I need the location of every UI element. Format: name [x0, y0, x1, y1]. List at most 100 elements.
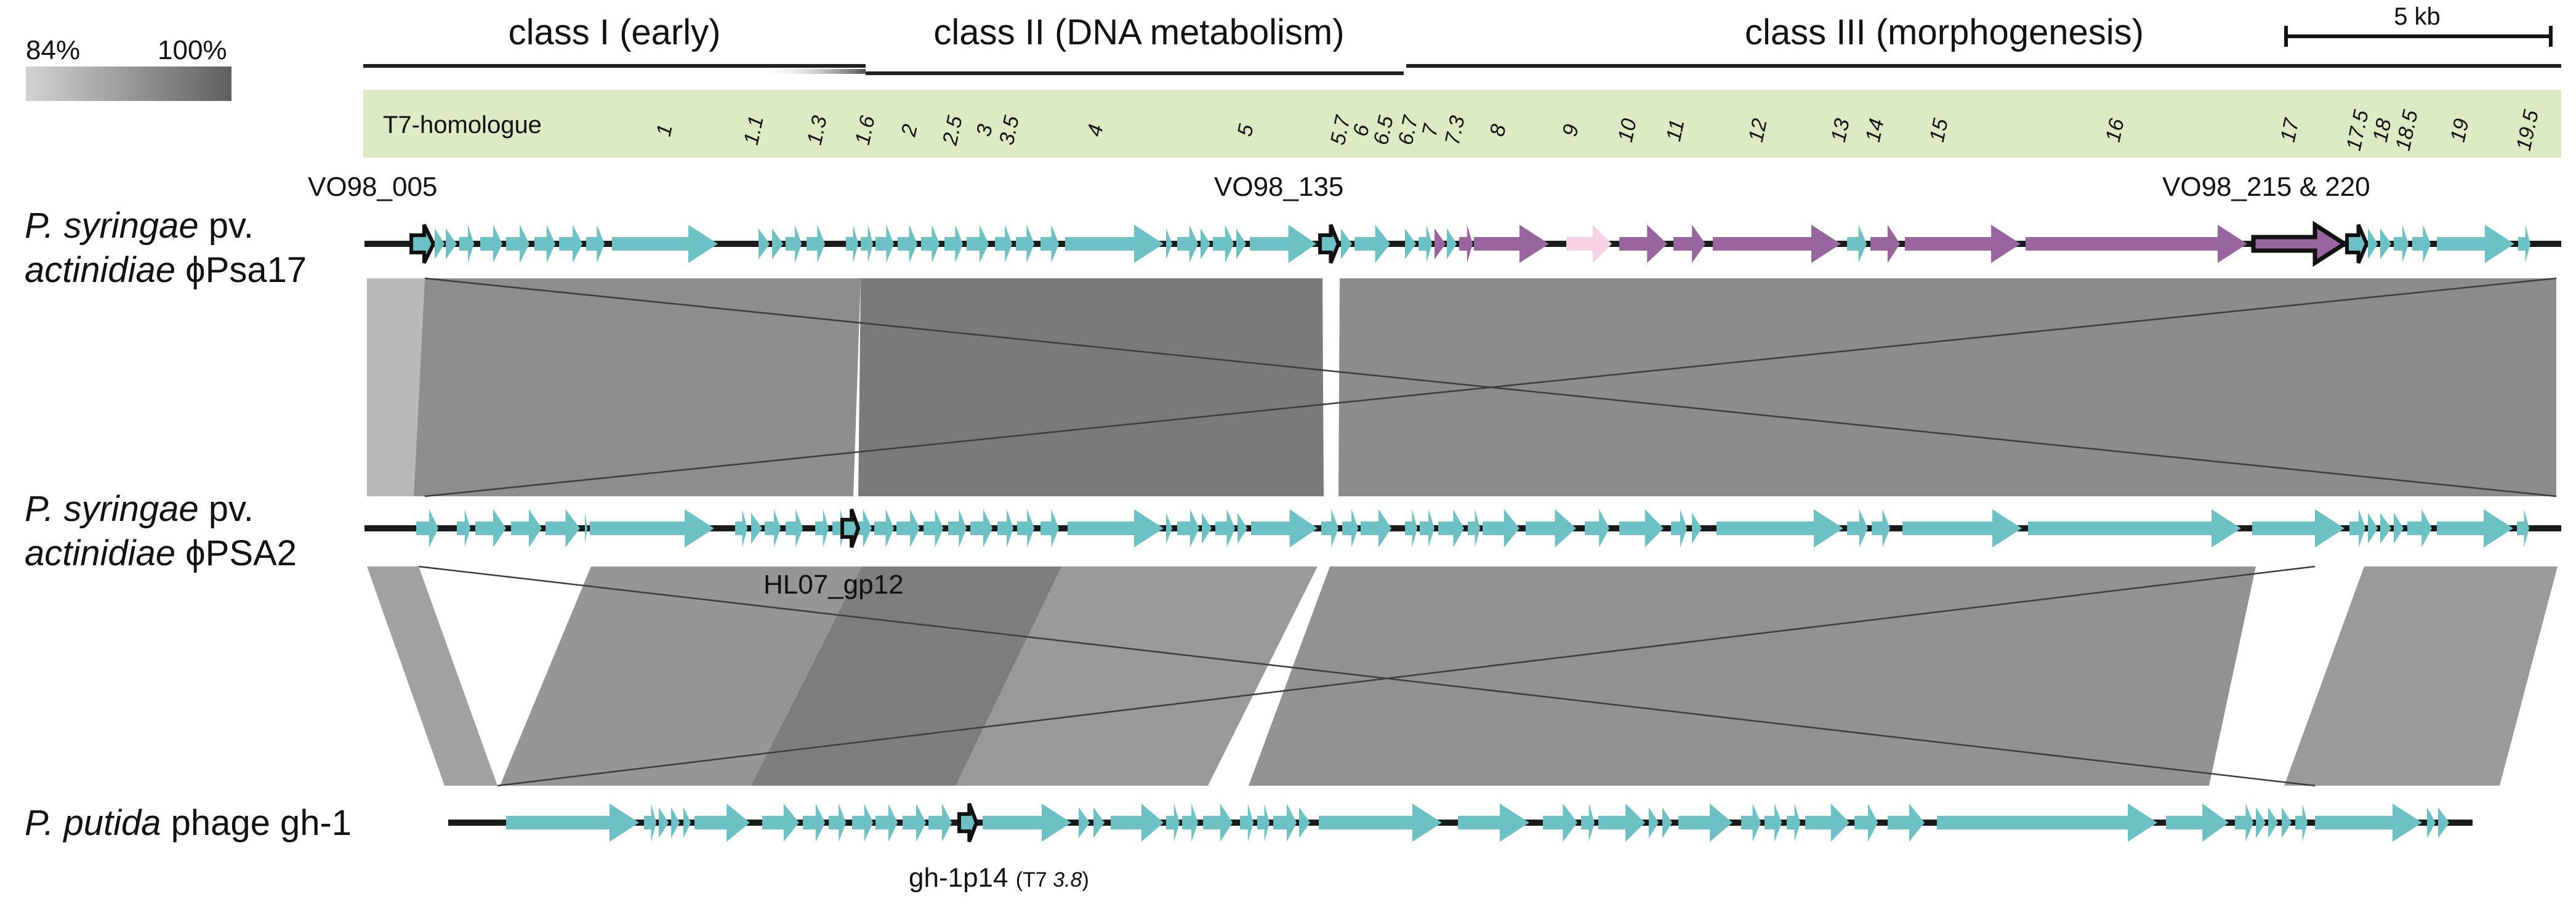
gene-arrow	[1420, 509, 1435, 547]
gene-arrow	[2438, 807, 2449, 838]
gene-arrow	[1342, 509, 1358, 547]
inversion-line	[424, 277, 2557, 498]
class-label-morphogenesis: class III (morphogenesis)	[1745, 12, 2144, 52]
gene-arrow-highlighted	[409, 224, 436, 264]
gene-arrow	[1765, 804, 1782, 842]
gene-arrow	[1598, 804, 1645, 842]
gene-arrow	[1299, 807, 1310, 838]
homologue-label: T7-homologue	[383, 111, 542, 139]
gene-arrow	[1692, 513, 1702, 544]
gene-arrow	[457, 509, 470, 547]
gene-arrow	[1079, 807, 1090, 838]
gene-arrow	[1166, 228, 1172, 259]
gene-arrow	[1166, 804, 1180, 842]
annotation-vo98-005: VO98_005	[308, 172, 437, 202]
gene-arrow	[1662, 807, 1672, 838]
gene-arrow	[983, 804, 1071, 842]
genome-name-psa17-line2: actinidiae ϕPsa17	[25, 250, 307, 290]
gene-arrow	[1543, 804, 1577, 842]
annotation-vo98-215: VO98_215 & 220	[2162, 172, 2370, 202]
genome-psa17-species: P. syringae	[25, 206, 199, 246]
gene-annotations: VO98_005 VO98_135 VO98_215 & 220 HL07_gp…	[308, 172, 2370, 893]
genome-track-psa2	[364, 509, 2561, 547]
gene-arrow	[1213, 225, 1234, 263]
gene-arrow	[1354, 225, 1390, 263]
gene-arrow	[944, 225, 963, 263]
gene-arrow-highlighted	[1318, 224, 1341, 264]
gene-arrow	[807, 225, 825, 263]
gene-arrow-morphogenesis	[2026, 225, 2247, 263]
gene-arrow	[803, 804, 825, 842]
gene-arrow	[1093, 807, 1105, 838]
gene-arrow	[2380, 513, 2391, 544]
genome-name-gh1: P. putida phage gh-1	[25, 803, 352, 843]
gene-arrow	[1805, 804, 1849, 842]
genome-gh1-species: P. putida	[25, 803, 161, 843]
class-line-morphogenesis	[1406, 64, 2561, 68]
synteny-ribbons	[367, 277, 2558, 787]
gene-arrow-highlighted	[2251, 220, 2349, 267]
gene-arrow	[1438, 509, 1464, 547]
gene-arrow	[475, 509, 506, 547]
identity-legend: 84% 100%	[26, 35, 231, 101]
gene-arrow	[506, 804, 639, 842]
gene-arrow	[2412, 225, 2431, 263]
gene-arrow-morphogenesis	[1673, 225, 1705, 263]
synteny-ribbon	[414, 278, 861, 496]
gene-arrow	[1447, 228, 1457, 259]
gene-arrow	[2518, 225, 2530, 263]
gene-arrow	[1250, 225, 1316, 263]
gene-arrow-morphogenesis	[1474, 225, 1549, 263]
genome-psa2-pv: pv.	[199, 489, 254, 529]
gene-arrow	[435, 228, 445, 259]
gene-arrow	[995, 225, 1012, 263]
gene-arrow	[851, 509, 872, 547]
annotation-gh1p14-id: gh-1p14	[909, 863, 1008, 893]
gene-arrow	[1201, 228, 1210, 259]
gene-arrow	[1203, 804, 1233, 842]
gene-arrow	[735, 509, 747, 547]
gene-arrow	[1671, 509, 1687, 547]
gene-arrow	[2295, 804, 2308, 842]
gene-arrow	[1240, 804, 1254, 842]
genome-name-psa2-line2: actinidiae ϕPSA2	[25, 533, 297, 573]
gene-arrow	[659, 807, 669, 838]
gene-arrow	[997, 509, 1013, 547]
legend-gradient-bar	[26, 67, 231, 101]
gene-arrow	[852, 804, 873, 842]
gene-arrow	[1361, 509, 1391, 547]
gene-arrow	[1419, 225, 1432, 263]
homologue-band	[363, 90, 2561, 158]
gene-arrow	[1017, 509, 1034, 547]
gene-arrow	[2368, 228, 2378, 259]
inversion-line	[497, 565, 2316, 787]
gene-arrow	[446, 228, 457, 259]
gene-arrow-morphogenesis	[1459, 225, 1473, 263]
gene-arrow	[1717, 509, 1843, 547]
genome-psa17-pathovar: actinidiae	[25, 250, 175, 290]
gene-arrow	[671, 807, 680, 838]
gene-arrow	[2349, 509, 2365, 547]
gene-arrow	[1581, 804, 1595, 842]
gene-arrow	[1847, 509, 1868, 547]
gene-arrow	[786, 225, 802, 263]
gene-arrow	[765, 509, 781, 547]
gene-arrow	[924, 509, 943, 547]
gene-arrow	[1040, 509, 1059, 547]
gene-arrow	[967, 225, 989, 263]
gene-arrow	[1468, 509, 1480, 547]
gene-arrow	[1872, 509, 1890, 547]
gene-arrow	[1238, 513, 1247, 544]
genome-psa2-phage: ϕPSA2	[175, 533, 297, 573]
gene-arrow	[2437, 509, 2513, 547]
gene-arrow	[459, 225, 474, 263]
homologue-gene-label: 19	[2446, 116, 2474, 144]
genome-track-psa2-highlight	[840, 509, 861, 548]
gene-arrow-morphogenesis	[1619, 225, 1667, 263]
synteny-ribbon	[1338, 278, 2556, 496]
gene-arrow	[1854, 804, 1878, 842]
homologue-gene-label: 11	[1662, 117, 1689, 143]
gene-arrow	[1405, 509, 1417, 547]
gene-arrow	[1016, 225, 1034, 263]
